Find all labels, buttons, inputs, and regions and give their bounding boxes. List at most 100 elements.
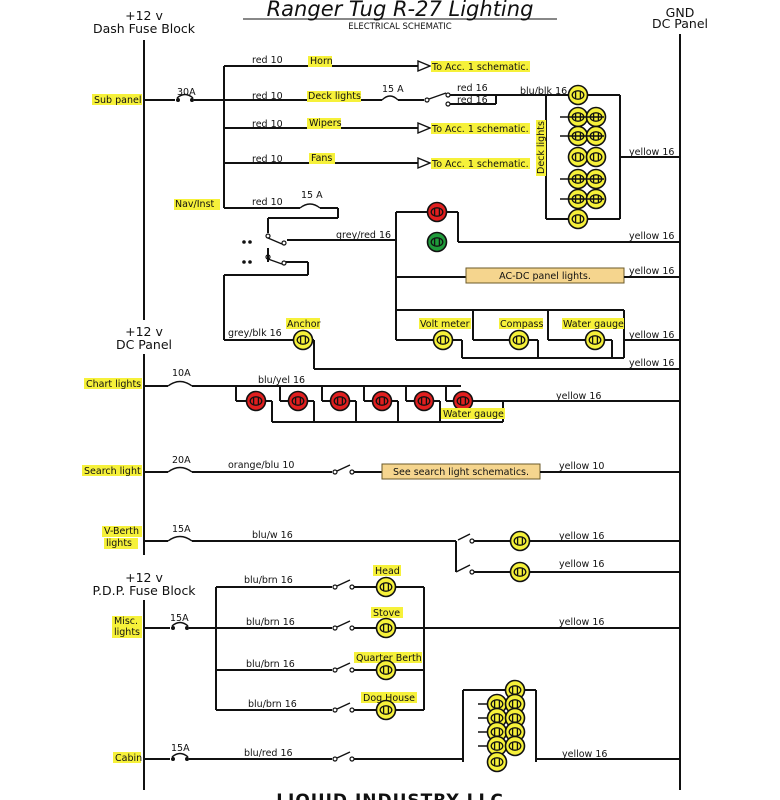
- chart-red-lamp: [452, 390, 474, 412]
- deck-lamp: [567, 208, 589, 230]
- water-gauge-label: Water gauge: [563, 319, 624, 330]
- fuse-15a-misc-label: 15A: [170, 613, 189, 624]
- v-berth-lamp: [509, 561, 531, 583]
- vberth-yellow16-a: yellow 16: [559, 531, 604, 542]
- deck-blu-blk-label: blu/blk 16: [520, 86, 567, 97]
- volt-meter-label: Volt meter: [420, 319, 470, 330]
- misc-yellow16: yellow 16: [559, 617, 604, 628]
- search-light-label: Search light: [84, 466, 141, 477]
- wipers-to-acc-1: To Acc. 1 schematic.: [431, 124, 529, 135]
- chart-red-lamp: [287, 390, 309, 412]
- volt-meter-lamp: [432, 329, 454, 351]
- schematic-title: Ranger Tug R-27 Lighting: [267, 0, 534, 21]
- compass-label: Compass: [500, 319, 544, 330]
- horn-label: Horn: [310, 56, 333, 67]
- deck-lamp: [585, 146, 607, 168]
- cabin-wire-label: blu/red 16: [244, 748, 293, 759]
- head-label: Head: [375, 566, 400, 577]
- dc-panel-voltage: +12 v: [125, 324, 163, 339]
- company-footer: LIQUID INDUSTRY LLC: [276, 791, 504, 800]
- ac-dc-panel-note: [465, 267, 625, 284]
- search-wire-label: orange/blu 10: [228, 460, 294, 471]
- chart-red-lamp: [371, 390, 393, 412]
- quarter-berth-wire-label: blu/brn 16: [246, 659, 295, 670]
- anchor-label: Anchor: [287, 319, 321, 330]
- fuse-20a-label: 20A: [172, 455, 191, 466]
- chart-wire-label: blu/yel 16: [258, 375, 305, 386]
- dc-panel-label: DC Panel: [116, 337, 172, 352]
- dog-house-label: Dog House: [363, 693, 415, 704]
- dash-fuse-block-label: Dash Fuse Block: [93, 21, 196, 36]
- v-berth-label-2: lights: [106, 538, 132, 549]
- acdc-yellow16: yellow 16: [629, 266, 674, 277]
- deck-lights-label: Deck lights: [308, 91, 361, 102]
- v-berth-lamp: [509, 530, 531, 552]
- see-search-light-label: See search light schematics.: [393, 467, 529, 478]
- deck-red16-b: red 16: [457, 95, 488, 106]
- nav-inst-label: Nav/Inst: [175, 199, 215, 210]
- horn-to-acc-1: To Acc. 1 schematic.: [431, 62, 529, 73]
- gnd-dc-panel-label: DC Panel: [652, 16, 708, 31]
- ac-dc-panel-lights-label: AC-DC panel lights.: [499, 271, 591, 282]
- nav-wire-label: red 10: [252, 197, 283, 208]
- quarter-berth-lamp: [375, 659, 397, 681]
- anchor-lamp: [292, 329, 314, 351]
- deck-wire-label: red 10: [252, 91, 283, 102]
- deck-lights-vertical-label: Deck lights: [536, 121, 547, 174]
- wipers-label: Wipers: [309, 118, 342, 129]
- fuse-15a-vberth-label: 15A: [172, 524, 191, 535]
- stove-lamp: [375, 617, 397, 639]
- deck-lamp: [567, 84, 589, 106]
- nav-yellow16: yellow 16: [629, 231, 674, 242]
- head-wire-label: blu/brn 16: [244, 575, 293, 586]
- gnd-label: GND: [666, 5, 695, 20]
- chart-yellow16: yellow 16: [556, 391, 601, 402]
- deck-lamp: [567, 146, 589, 168]
- misc-label-2: lights: [114, 627, 140, 638]
- compass-lamp: [508, 329, 530, 351]
- pdp-voltage: +12 v: [125, 570, 163, 585]
- chart-red-lamp: [329, 390, 351, 412]
- stove-wire-label: blu/brn 16: [246, 617, 295, 628]
- stove-label: Stove: [373, 608, 400, 619]
- water-gauge-2-label: Water gauge: [443, 409, 504, 420]
- head-lamp: [375, 576, 397, 598]
- fuse-15a-cabin-label: 15A: [171, 743, 190, 754]
- chart-red-lamp: [245, 390, 267, 412]
- vberth-wire-label: blu/w 16: [252, 530, 293, 541]
- deck-red16-a: red 16: [457, 83, 488, 94]
- chart-red-lamp: [413, 390, 435, 412]
- wipers-wire-label: red 10: [252, 119, 283, 130]
- search-yellow10: yellow 10: [559, 461, 604, 472]
- water-gauge-lamp: [584, 329, 606, 351]
- vberth-yellow16-b: yellow 16: [559, 559, 604, 570]
- anchor-yellow16: yellow 16: [629, 358, 674, 369]
- dog-house-wire-label: blu/brn 16: [248, 699, 297, 710]
- cabin-lamp: [504, 735, 526, 757]
- red-nav-lamp: [426, 201, 448, 223]
- schematic-subtitle: ELECTRICAL SCHEMATIC: [348, 22, 451, 32]
- gauges-yellow16: yellow 16: [629, 330, 674, 341]
- fuse-10a-label: 10A: [172, 368, 191, 379]
- cabin-lamp: [486, 751, 508, 773]
- fuse-30a-label: 30A: [177, 87, 196, 98]
- chart-lights-label: Chart lights: [86, 379, 141, 390]
- nav-grey-red-label: grey/red 16: [336, 230, 391, 241]
- deck-yellow16: yellow 16: [629, 147, 674, 158]
- sub-panel-label: Sub panel: [94, 95, 141, 106]
- pdp-fuse-block-label: P.D.P. Fuse Block: [92, 583, 196, 598]
- green-nav-lamp: [426, 231, 448, 253]
- fans-label: Fans: [311, 153, 332, 164]
- quarter-berth-label: Quarter Berth: [356, 653, 422, 664]
- fans-wire-label: red 10: [252, 154, 283, 165]
- v-berth-label-1: V-Berth: [104, 526, 139, 537]
- fuse-15a-nav-label: 15 A: [301, 190, 323, 201]
- misc-label-1: Misc.: [114, 616, 138, 627]
- dash-fuse-voltage: +12 v: [125, 8, 163, 23]
- cabin-label: Cabin: [115, 753, 142, 764]
- anchor-wire-label: grey/blk 16: [228, 328, 282, 339]
- cabin-yellow16: yellow 16: [562, 749, 607, 760]
- fans-to-acc-1: To Acc. 1 schematic.: [431, 159, 529, 170]
- horn-wire-label: red 10: [252, 55, 283, 66]
